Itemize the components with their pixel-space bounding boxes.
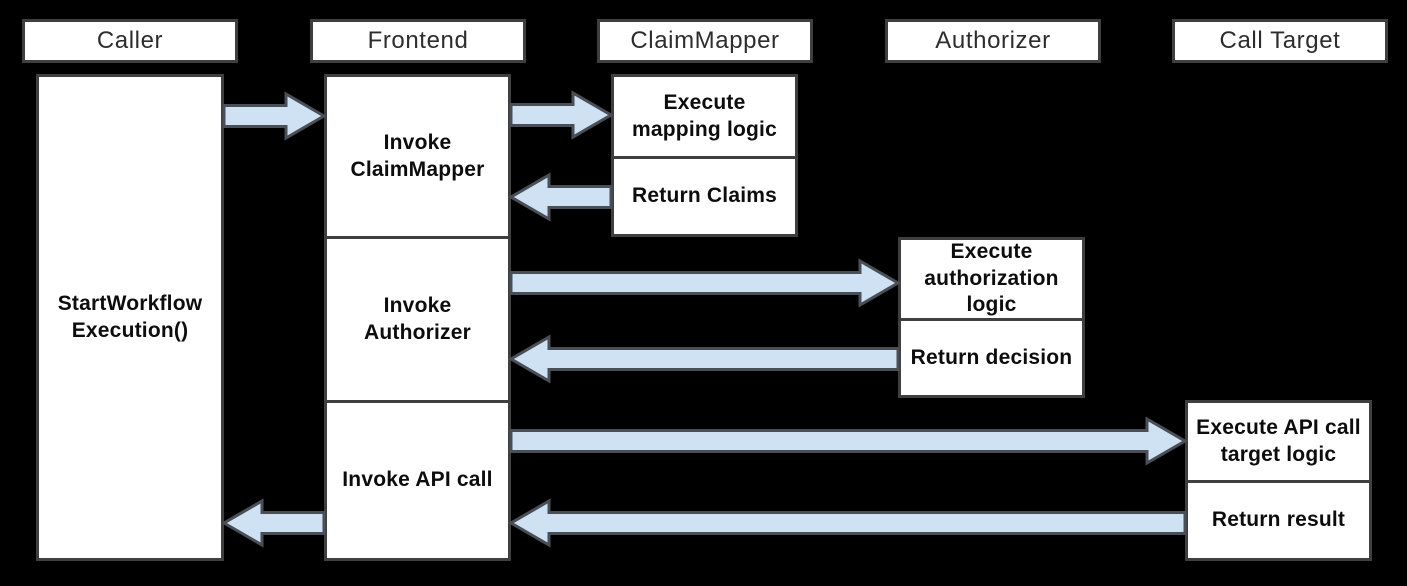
caller-activity-box: StartWorkflow Execution() <box>36 74 224 561</box>
calltarget-step-execute-api-call-target-logic: Execute API call target logic <box>1196 415 1361 466</box>
lane-header-caller: Caller <box>22 19 238 63</box>
authorizer-step-return-decision: Return decision <box>901 318 1082 395</box>
authorizer-step-execute-authorization-logic: Execute authorization logic <box>924 240 1059 317</box>
lane-header-claimmapper: ClaimMapper <box>597 19 813 63</box>
arrow-frontend-to-caller <box>221 498 326 548</box>
claimmapper-step-execute-mapping-logic: Execute mapping logic <box>632 90 777 141</box>
frontend-activity-box: Invoke ClaimMapper Invoke Authorizer Inv… <box>324 74 511 561</box>
lane-header-authorizer: Authorizer <box>885 19 1101 63</box>
arrow-caller-to-frontend <box>222 91 327 141</box>
calltarget-step-return-result: Return result <box>1188 480 1369 558</box>
frontend-step-invoke-authorizer: Invoke Authorizer <box>327 236 508 400</box>
authorizer-activity-box: Execute authorization logic Return decis… <box>898 237 1085 398</box>
arrow-frontend-to-authorizer <box>509 258 901 308</box>
arrow-authorizer-to-frontend <box>508 334 900 384</box>
calltarget-activity-box: Execute API call target logic Return res… <box>1185 400 1372 561</box>
claimmapper-activity-box: Execute mapping logic Return Claims <box>611 74 798 237</box>
claimmapper-step-return-claims: Return Claims <box>614 156 795 234</box>
frontend-step-invoke-claimmapper: Invoke ClaimMapper <box>350 130 485 181</box>
arrow-calltarget-to-frontend <box>508 498 1187 548</box>
arrow-claimmapper-to-frontend <box>508 172 613 222</box>
frontend-step-invoke-api-call: Invoke API call <box>327 400 508 558</box>
caller-activity-label: StartWorkflow Execution() <box>57 291 203 342</box>
lane-header-calltarget: Call Target <box>1172 19 1388 63</box>
arrow-frontend-to-calltarget <box>509 416 1188 466</box>
lane-header-frontend: Frontend <box>310 19 526 63</box>
arrow-frontend-to-claimmapper <box>509 90 614 140</box>
